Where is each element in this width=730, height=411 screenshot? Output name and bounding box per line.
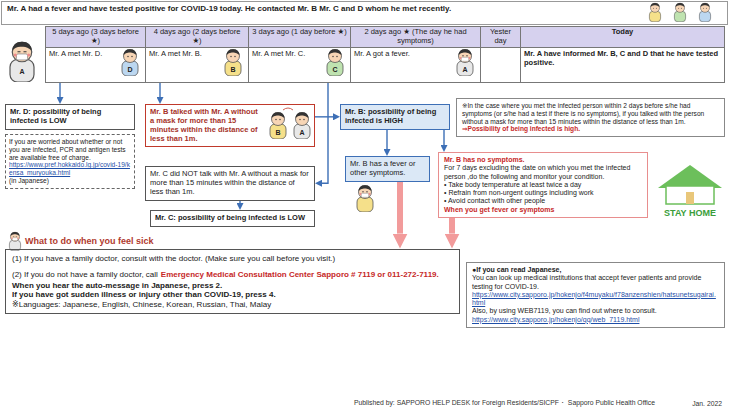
publisher-note: Published by: SAPPORO HELP DESK for Fore…: [354, 398, 655, 408]
result-box: Mr. D: possibility of being infected is …: [5, 104, 135, 130]
callout-letter: C: [332, 66, 337, 73]
node-text: You can look up medical institutions tha…: [472, 274, 719, 291]
node-heading: Today: [521, 27, 724, 48]
person-c: [327, 49, 343, 76]
callout-letter: A: [462, 66, 467, 73]
node-heading: If you are worried about whether or not …: [9, 138, 131, 161]
instruction-box: Mr. B has no symptoms.For 7 days excludi…: [438, 152, 648, 218]
flow-arrow: [322, 83, 328, 184]
person-d: [122, 49, 138, 76]
person-b-talk: [270, 112, 286, 139]
timeline-cell: 3 days ago (1 day before ★)Mr. A met Mr.…: [248, 26, 351, 83]
person-a-sick: [457, 49, 473, 76]
person-b-fever: [357, 185, 373, 212]
node-text: https://www.city.sapporo.jp/hokenjo/f4mu…: [472, 291, 719, 308]
node-text: • Avoid contact with other people: [444, 197, 642, 205]
node-text: • Take body temperature at least twice a…: [444, 181, 642, 189]
person-a: [10, 42, 34, 82]
node-text: (in Japanese): [9, 177, 131, 185]
flow-arrow: [449, 218, 455, 234]
flow-arrow: [386, 130, 387, 149]
node-text: (2) If you do not have a family doctor, …: [12, 270, 158, 279]
flow-arrow: [315, 116, 333, 117]
timeline-cell: TodayMr. A have informed Mr. B, C and D …: [520, 26, 725, 83]
node-heading: Mr. B: possibility of being infected is …: [345, 108, 445, 126]
node-text: https://www.city.sapporo.jp/hokenjo/qq/w…: [472, 316, 719, 324]
node-heading: Mr. C did NOT talk with Mr. A without a …: [150, 170, 310, 197]
node-text: Also, by using WEB7119, you can find out…: [472, 307, 719, 315]
node-heading: ※In the case where you met the infected …: [462, 102, 719, 125]
stay-home-label: STAY HOME: [664, 208, 716, 218]
timeline-cell: 5 days ago (3 days before ★)Mr. A met Mr…: [45, 26, 146, 83]
contact-box: Mr. C did NOT talk with Mr. A without a …: [145, 166, 315, 201]
timeline-cell: 2 days ago ★ (The day he had symptoms)Mr…: [350, 26, 481, 83]
node-text: Mr. A met Mr. C.: [249, 48, 350, 61]
flow-arrow: [59, 83, 60, 97]
timeline-cell: Yester day: [480, 26, 521, 83]
title-band: Mr. A had a fever and have tested positi…: [1, 1, 728, 25]
node-text: Mr. A got a fever.: [351, 48, 480, 61]
node-text: When you get fever or symptoms: [444, 206, 642, 214]
node-text: • Refrain from non-urgent outings includ…: [444, 189, 642, 197]
node-text: (1) If you have a family doctor, consult…: [12, 254, 453, 263]
house: [658, 165, 722, 204]
node-heading: Mr. B has a fever or other symptoms.: [350, 160, 425, 178]
node-heading: ●If you can read Japanese,: [472, 266, 719, 274]
flow-arrow: [443, 130, 444, 145]
title-faces: [649, 3, 710, 22]
node-heading: Mr. B talked with Mr. A without a mask f…: [150, 108, 262, 143]
note-box: ※In the case where you met the infected …: [456, 98, 725, 137]
node-heading: Mr. B has no symptoms.: [444, 156, 642, 164]
flow-arrow: [397, 182, 403, 234]
title: Mr. A had a fever and have tested positi…: [2, 2, 642, 16]
node-heading: What to do when you feel sick: [5, 236, 460, 247]
result-box: Mr. C: possibility of being infected is …: [150, 210, 315, 227]
callout-letter: A: [19, 68, 24, 75]
callout-letter: B: [230, 66, 235, 73]
symptom-box: Mr. B has a fever or other symptoms.: [345, 156, 430, 182]
person-a-talk: [294, 112, 310, 139]
flow-arrow: [239, 201, 240, 203]
node-text: For 7 days excluding the date on which y…: [444, 164, 642, 181]
node-heading: Yester day: [481, 27, 520, 48]
node-text: When you hear the auto-message in Japane…: [12, 281, 453, 290]
contact-box: Mr. B talked with Mr. A without a mask f…: [145, 104, 315, 147]
callout-letter: B: [275, 129, 280, 136]
callout-letter: A: [299, 129, 304, 136]
node-text: Emergency Medical Consultation Center Sa…: [161, 270, 439, 279]
node-text: https://www.pref.hokkaido.lg.jp/covid-19…: [9, 161, 131, 177]
timeline-cell: 4 days ago (2 days before ★)Mr. A met Mr…: [145, 26, 249, 83]
node-heading: 5 days ago (3 days before ★): [46, 27, 145, 48]
node-text: ※Languages: Japanese, English, Chinese, …: [12, 300, 453, 309]
talk-mark: [283, 108, 293, 110]
node-heading: 2 days ago ★ (The day he had symptoms): [351, 27, 480, 48]
node-text: Mr. A have informed Mr. B, C and D that …: [521, 48, 724, 70]
node-text: If you have got sudden illness or injury…: [12, 290, 453, 299]
info-box: ●If you can read Japanese,You can look u…: [466, 262, 725, 328]
person-b: [225, 49, 241, 76]
node-heading: Mr. D: possibility of being infected is …: [10, 108, 130, 126]
node-text: Mr. A met Mr. B.: [146, 48, 248, 61]
date-note: Jan. 2022: [692, 400, 722, 407]
node-heading: Mr. C: possibility of being infected is …: [155, 214, 310, 223]
callout-letter: D: [127, 66, 132, 73]
node-text: Mr. A met Mr. D.: [46, 48, 145, 61]
result-box: Mr. B: possibility of being infected is …: [340, 104, 450, 130]
node-text: ⇒Possibility of being infected is high.: [462, 125, 719, 133]
advice-box: What to do when you feel sick (1) If you …: [5, 236, 460, 314]
note-box: If you are worried about whether or not …: [5, 134, 135, 189]
flow-arrow: [159, 83, 160, 97]
node-heading: 3 days ago (1 day before ★): [249, 27, 350, 48]
node-heading: 4 days ago (2 days before ★): [146, 27, 248, 48]
advice-frame: (1) If you have a family doctor, consult…: [5, 249, 460, 315]
